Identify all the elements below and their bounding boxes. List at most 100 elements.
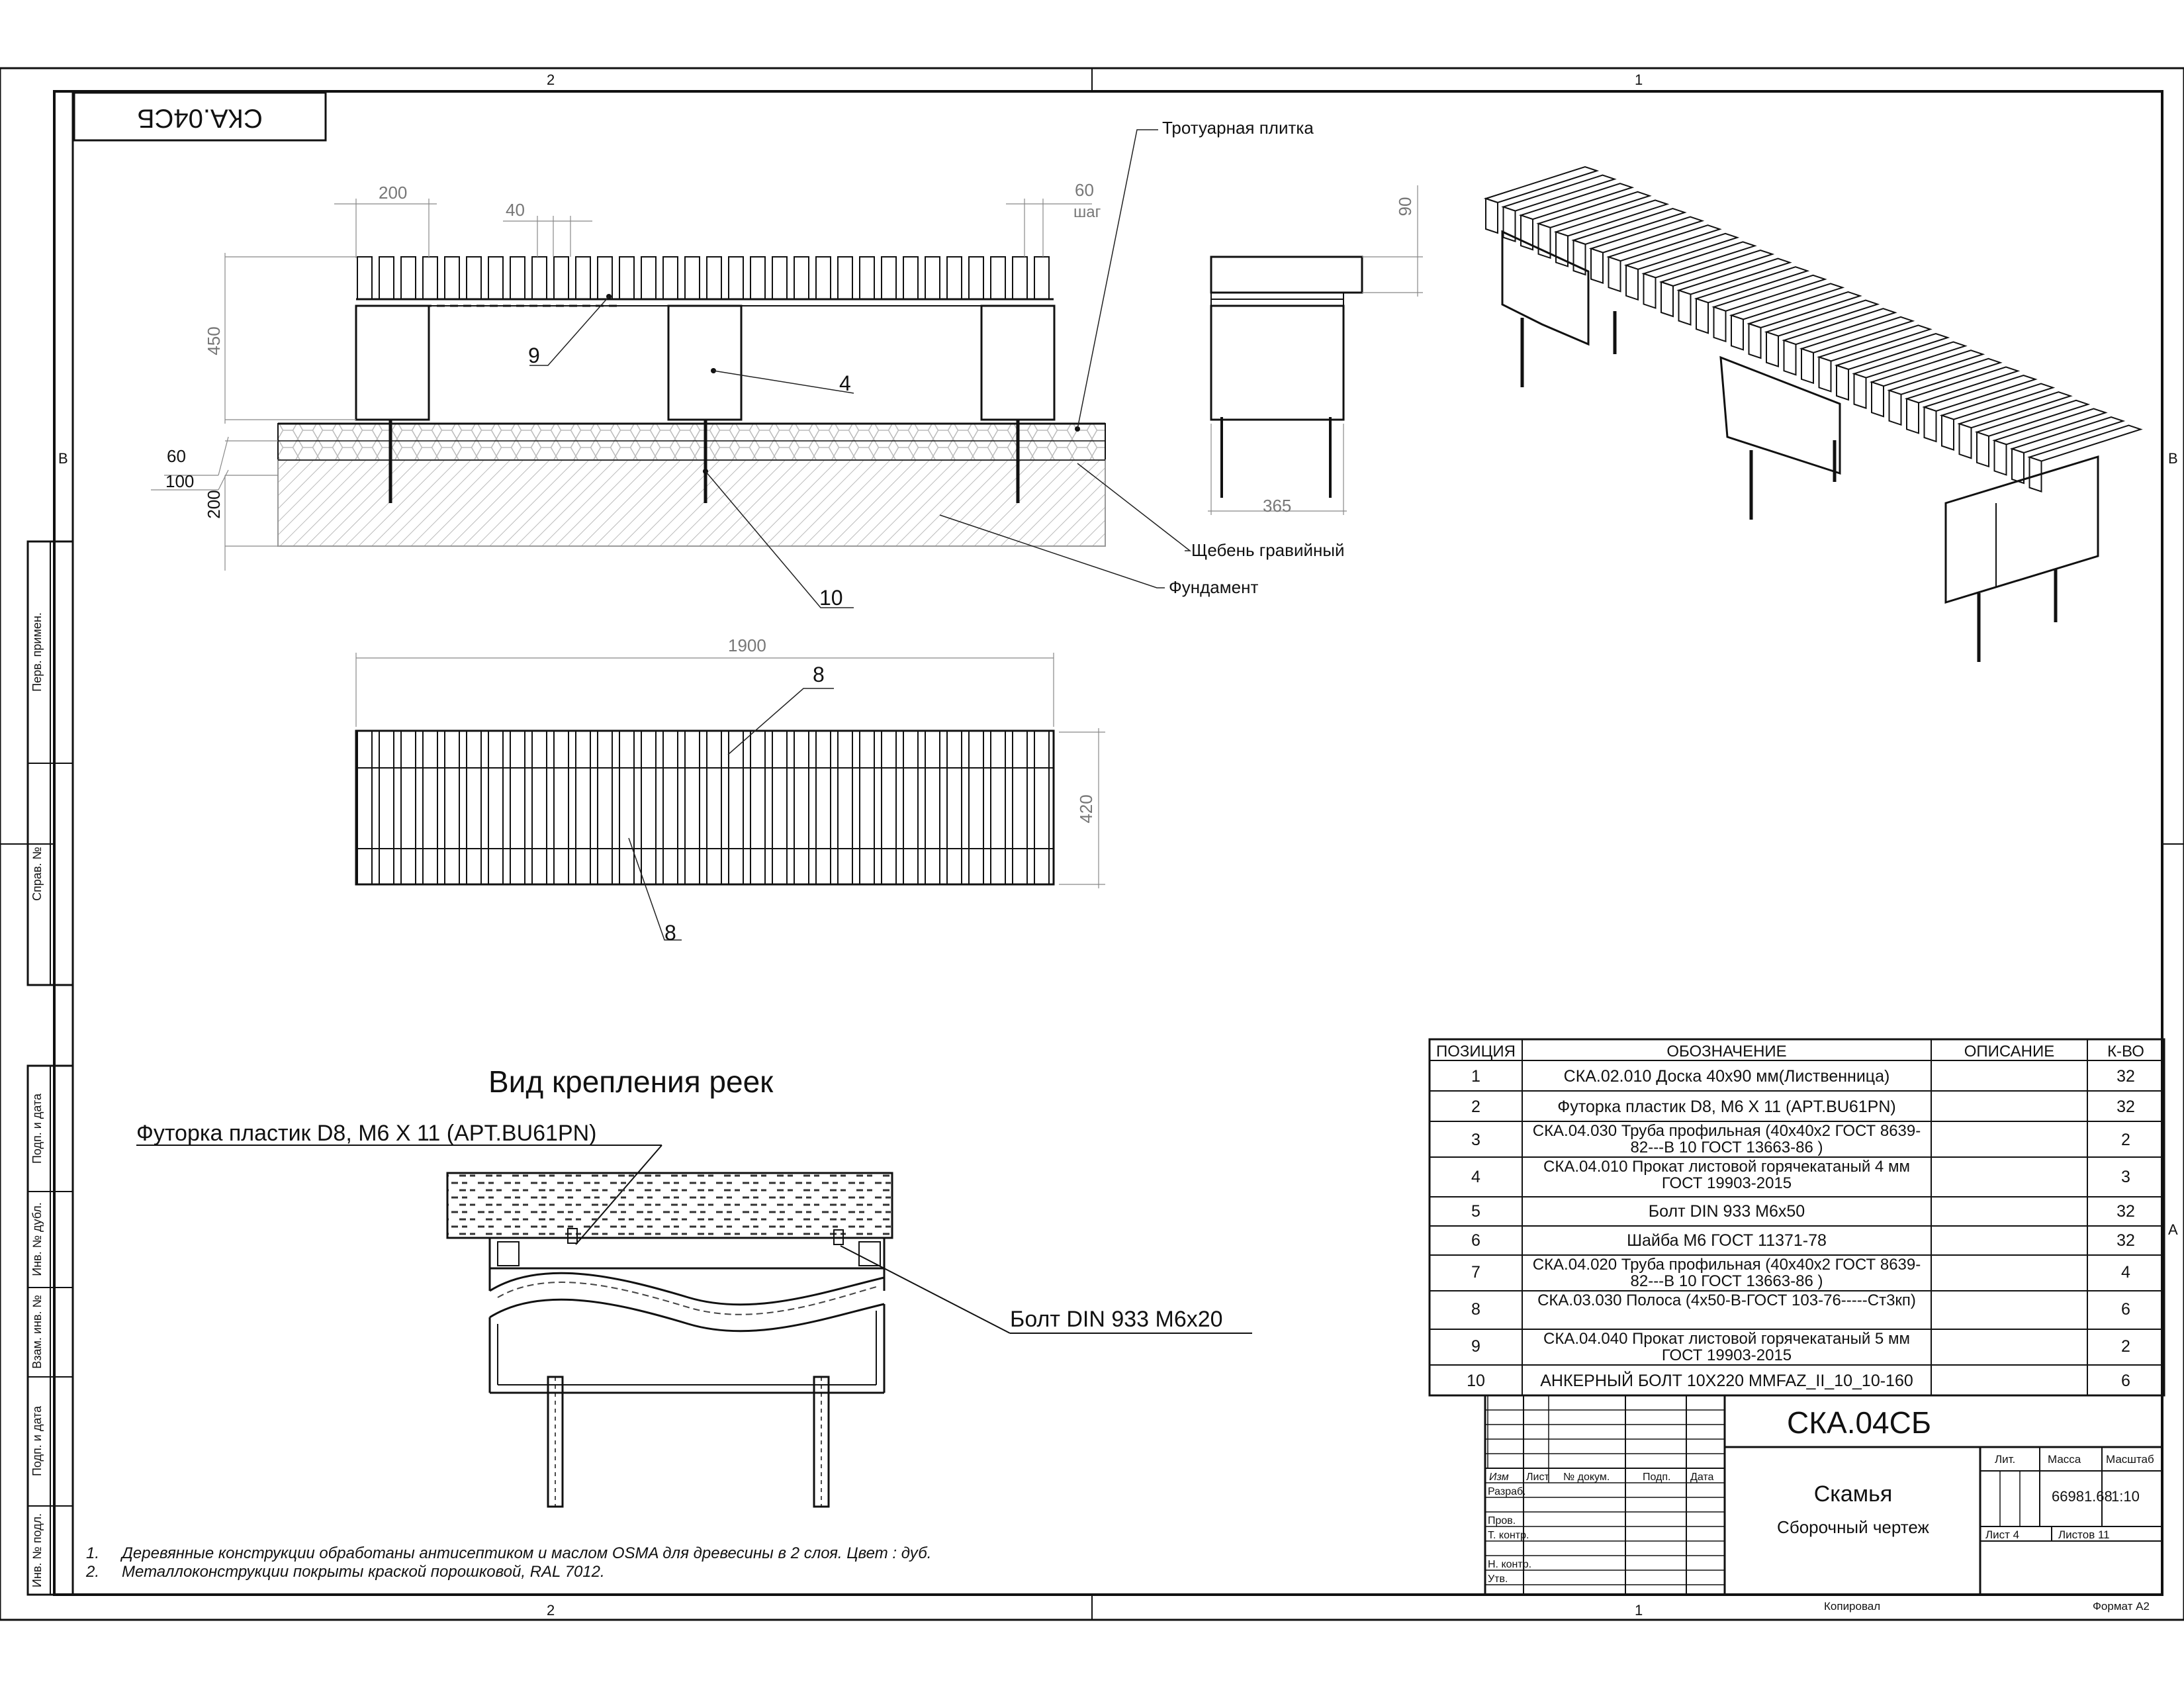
note-text: Деревянные конструкции обработаны антисе… (120, 1544, 931, 1562)
label-bolt: Болт DIN 933 M6x20 (1010, 1307, 1223, 1332)
bom-pos: 4 (1471, 1168, 1480, 1186)
front-slat (684, 256, 700, 300)
tb-prov: Пров. (1488, 1515, 1516, 1526)
isometric-frames (1501, 230, 2099, 662)
top-slat (422, 730, 438, 885)
front-slat (575, 256, 591, 300)
title-block-name: Скамья (1814, 1481, 1893, 1507)
bom-qty: 32 (2116, 1231, 2135, 1250)
support-leg-right (980, 305, 1056, 421)
iso-slat-face (1485, 197, 1498, 234)
iso-slat-face (2011, 447, 2025, 485)
bom-row: 10 АНКЕРНЫЙ БОЛТ 10X220 MMFAZ_II_10_10-1… (1467, 1370, 2130, 1390)
top-slat (531, 730, 547, 885)
iso-slat-face (1958, 422, 1972, 459)
front-slat (619, 256, 635, 300)
front-slat (794, 256, 809, 300)
paving-tile-layer (277, 423, 1106, 461)
top-slat (379, 730, 394, 885)
tb-col-list: Лист (1526, 1472, 1549, 1483)
top-view-slats (355, 729, 1055, 886)
iso-slat-face (1941, 414, 1954, 451)
gravel-layer (277, 459, 1106, 547)
top-slat (684, 730, 700, 885)
front-slat (772, 256, 788, 300)
detail-title: Вид крепления реек (488, 1064, 774, 1099)
bom-name: СКА.04.020 Труба профильная (40x40x2 ГОС… (1532, 1256, 1921, 1290)
front-slat (531, 256, 547, 300)
callout-8-top: 8 (813, 663, 825, 686)
tb-razrab: Разраб. (1488, 1486, 1526, 1497)
tb-listov: Листов 11 (2058, 1528, 2110, 1541)
iso-slat-face (1678, 289, 1692, 326)
tb-nkontr: Н. контр. (1488, 1559, 1531, 1570)
bom-row: 7 СКА.04.020 Труба профильная (40x40x2 Г… (1471, 1256, 2130, 1290)
front-slat (815, 256, 831, 300)
tb-massa: Масса (2048, 1453, 2081, 1466)
bom-pos: 8 (1471, 1300, 1480, 1319)
iso-slat-face (1731, 314, 1744, 351)
iso-slat-face (1748, 322, 1762, 359)
callout-4: 4 (839, 371, 851, 395)
front-slat (946, 256, 962, 300)
tb-masshtab: Масштаб (2106, 1453, 2154, 1466)
zone-label: 1 (1635, 1602, 1643, 1618)
strip-label: Взам. инв. № (30, 1295, 44, 1369)
front-slat (728, 256, 744, 300)
top-slat (815, 730, 831, 885)
top-slat (837, 730, 853, 885)
title-block-doc-type: Сборочный чертеж (1777, 1517, 1929, 1537)
top-slat (400, 730, 416, 885)
strip-label: Перв. примен. (30, 612, 44, 692)
iso-slat-face (1783, 339, 1797, 376)
tb-masshtab-value: 1:10 (2111, 1488, 2140, 1505)
top-slat (925, 730, 940, 885)
tb-list: Лист 4 (1985, 1528, 2019, 1541)
dim-450: 450 (204, 326, 224, 355)
bom-pos: 3 (1471, 1131, 1480, 1149)
bom-row: 1 СКА.02.010 Доска 40x90 мм(Лиственница)… (1471, 1067, 2135, 1086)
left-strip (26, 540, 74, 1596)
tb-utv: Утв. (1488, 1573, 1508, 1585)
iso-slat-face (1696, 297, 1709, 334)
dim-90: 90 (1395, 197, 1415, 216)
front-view-dimensions (151, 199, 1092, 571)
front-slat (859, 256, 875, 300)
front-slat (881, 256, 897, 300)
note-text: Металлоконструкции покрыты краской порош… (122, 1563, 605, 1581)
dim-200: 200 (379, 183, 407, 203)
top-slat (1012, 730, 1028, 885)
dim-60: 60 (1075, 180, 1094, 200)
iso-slat-face (1906, 398, 1919, 434)
tb-tkontr: Т. контр. (1488, 1530, 1529, 1541)
bom-name: АНКЕРНЫЙ БОЛТ 10X220 MMFAZ_II_10_10-160 (1540, 1370, 1913, 1390)
dim-1900: 1900 (728, 635, 766, 655)
bom-header-position: ПОЗИЦИЯ (1436, 1043, 1516, 1060)
iso-slat-face (1976, 431, 1989, 468)
top-slat (466, 730, 482, 885)
title-block-code: СКА.04СБ (1787, 1405, 1931, 1440)
rotated-sheet-code: СКА.04СБ (137, 103, 263, 132)
bom-row: 5 Болт DIN 933 M6x50 32 (1471, 1202, 2135, 1221)
iso-slat-face (1923, 406, 1937, 443)
bom-qty: 4 (2121, 1263, 2130, 1282)
tb-col-date: Дата (1690, 1472, 1714, 1483)
top-slat (553, 730, 569, 885)
strip-label: Инв. № дубл. (30, 1202, 44, 1276)
top-slat (772, 730, 788, 885)
bom-row: 3 СКА.04.030 Труба профильная (40x40x2 Г… (1471, 1123, 2130, 1156)
top-slat (357, 730, 373, 885)
top-slat (990, 730, 1006, 885)
iso-slat-face (1888, 389, 1902, 426)
top-slat (968, 730, 984, 885)
tb-kopiroval: Копировал (1824, 1600, 1880, 1613)
front-slat (400, 256, 416, 300)
bom-name: Болт DIN 933 M6x50 (1649, 1202, 1805, 1221)
callout-10: 10 (819, 586, 843, 610)
bom-row-lines (1430, 1090, 2164, 1366)
bom-row: 6 Шайба М6 ГОСТ 11371-78 32 (1471, 1231, 2135, 1250)
top-slat (706, 730, 722, 885)
dim-420: 420 (1076, 794, 1096, 823)
top-slat (728, 730, 744, 885)
zone-label: B (2168, 450, 2178, 467)
